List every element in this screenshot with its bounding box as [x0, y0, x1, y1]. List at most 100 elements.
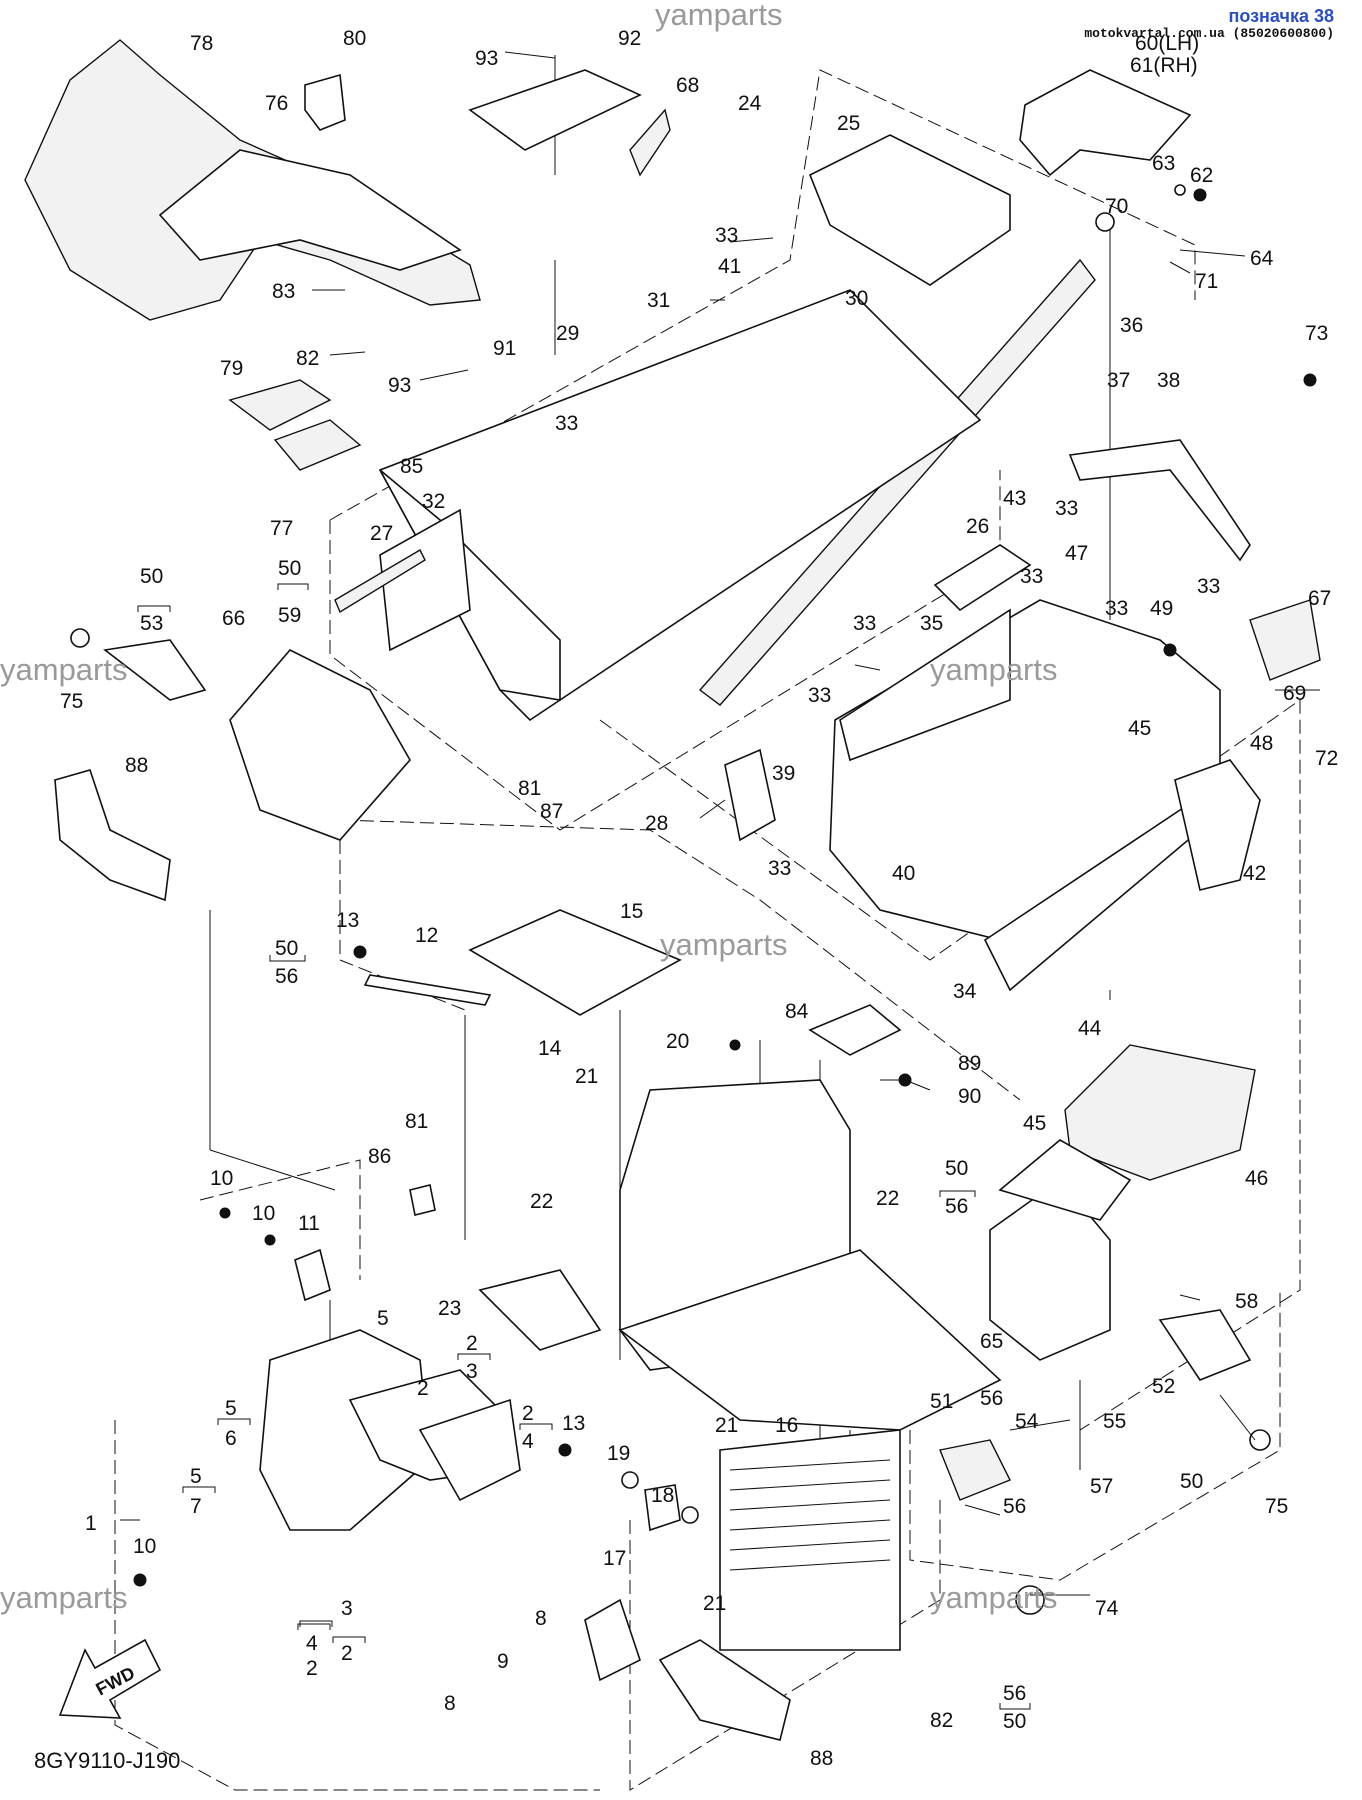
label-52: 52 [1152, 1375, 1175, 1398]
label-38: 38 [1157, 369, 1180, 392]
diagram-code: 8GY9110-J190 [34, 1748, 181, 1773]
label-48: 48 [1250, 732, 1273, 755]
label-20: 20 [666, 1030, 689, 1053]
label-6: 6 [225, 1427, 237, 1450]
header: позначка 38 motokvartal.com.ua (85020600… [1084, 6, 1334, 42]
label-34: 34 [953, 980, 977, 1003]
plate-32 [379, 508, 471, 652]
label-30: 30 [845, 287, 868, 310]
label-1: 1 [85, 1512, 97, 1535]
label-19: 19 [607, 1442, 630, 1465]
label-13: 13 [562, 1412, 585, 1435]
label-8: 8 [535, 1607, 547, 1630]
label-56: 56 [275, 965, 298, 988]
part-drawings [24, 39, 1321, 1741]
label-5: 5 [225, 1397, 237, 1420]
label-7: 7 [190, 1495, 202, 1518]
label-33: 33 [715, 224, 738, 247]
label-84: 84 [785, 1000, 809, 1023]
tunnel-side [379, 469, 561, 701]
bushing-18 [681, 1506, 699, 1524]
label-91: 91 [493, 337, 516, 360]
assembly-outlines [114, 69, 1301, 1791]
label-45: 45 [1023, 1112, 1046, 1135]
label-88: 88 [125, 754, 148, 777]
label-22: 22 [530, 1190, 553, 1213]
bracket-60-61 [1019, 69, 1192, 177]
label-11: 11 [298, 1212, 320, 1235]
nut-13b [558, 1443, 572, 1457]
bracket-28 [724, 748, 776, 842]
label-2: 2 [341, 1642, 353, 1665]
mount-11 [294, 1248, 331, 1302]
label-2: 2 [466, 1332, 478, 1355]
label-2: 2 [306, 1657, 318, 1680]
nut-10c [133, 1573, 147, 1587]
watermark-mid: yamparts [930, 652, 1057, 687]
label-50: 50 [945, 1157, 968, 1180]
label-33: 33 [853, 612, 876, 635]
label-75: 75 [60, 690, 83, 713]
fasteners [133, 184, 1317, 1587]
label-43: 43 [1003, 487, 1026, 510]
nut-73 [1303, 373, 1317, 387]
label-23: 23 [438, 1297, 461, 1320]
label-49: 49 [1150, 597, 1173, 620]
label-31: 31 [647, 289, 670, 312]
label-51: 51 [930, 1390, 953, 1413]
label-50: 50 [1003, 1710, 1026, 1733]
frame-25 [808, 134, 1011, 286]
label-44: 44 [1078, 1017, 1102, 1040]
label-14: 14 [538, 1037, 562, 1060]
label-17: 17 [603, 1547, 626, 1570]
label-56: 56 [1003, 1495, 1026, 1518]
watermark-top: yamparts [655, 0, 782, 32]
label-8: 8 [444, 1692, 456, 1715]
label-21: 21 [703, 1592, 726, 1615]
label-81: 81 [405, 1110, 428, 1133]
watermarks: yamparts yamparts yamparts yamparts yamp… [0, 0, 1057, 1615]
bushing-19 [621, 1471, 639, 1489]
label-82: 82 [930, 1709, 953, 1732]
label-93: 93 [475, 47, 498, 70]
bracket-43 [933, 544, 1032, 612]
label-74: 74 [1095, 1597, 1119, 1620]
label-26: 26 [966, 515, 989, 538]
plate-35 [839, 608, 1011, 762]
label-46: 46 [1245, 1167, 1268, 1190]
label-2: 2 [417, 1377, 429, 1400]
label-40: 40 [892, 862, 915, 885]
label-32: 32 [422, 490, 445, 513]
watermark-center: yamparts [660, 927, 787, 962]
nut-13 [353, 945, 367, 959]
label-25: 25 [837, 112, 860, 135]
label-79: 79 [220, 357, 243, 380]
label-73: 73 [1305, 322, 1328, 345]
label-33: 33 [555, 412, 578, 435]
label-33: 33 [808, 684, 831, 707]
label-leaders [120, 51, 1320, 1596]
cowl-bracket [158, 149, 462, 271]
label-56: 56 [1003, 1682, 1026, 1705]
grommet-75b [1249, 1429, 1271, 1451]
label-18: 18 [651, 1484, 674, 1507]
frame-66 [229, 649, 411, 841]
label-15: 15 [620, 900, 643, 923]
label-9: 9 [497, 1650, 509, 1673]
label-50: 50 [140, 565, 163, 588]
bar-12 [363, 974, 492, 1006]
frame-crossmember [618, 1249, 1002, 1431]
label-39: 39 [772, 762, 795, 785]
strip-27 [334, 549, 426, 614]
bracket-80 [304, 73, 346, 131]
plate-92 [468, 69, 642, 151]
label-37: 37 [1107, 369, 1130, 392]
label-82: 82 [296, 347, 319, 370]
label-67: 67 [1308, 587, 1331, 610]
label-93: 93 [388, 374, 411, 397]
label-10: 10 [133, 1535, 156, 1558]
nut-62 [1193, 188, 1207, 202]
label-70: 70 [1105, 195, 1128, 218]
label-53: 53 [140, 612, 163, 635]
